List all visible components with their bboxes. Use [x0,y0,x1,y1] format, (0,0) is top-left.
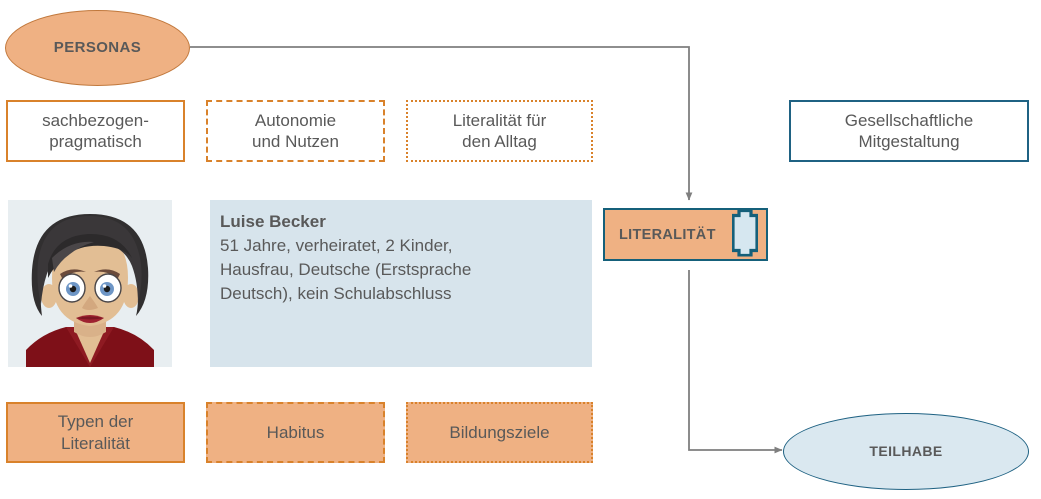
attribute-box-literalitaet-fuer-den-alltag[interactable]: Literalität für den Alltag [406,100,593,162]
persona-detail-line-2: Hausfrau, Deutsche (Erstsprache [220,260,472,280]
attribute-box-typen-der-literalitaet[interactable]: Typen der Literalität [6,402,185,463]
attribute-line-1: Autonomie [254,110,337,130]
attribute-line-2: Literalität [61,433,130,453]
teilhabe-ellipse[interactable]: TEILHABE [783,413,1029,490]
portrait-illustration-icon [8,200,172,367]
attribute-box-habitus[interactable]: Habitus [206,402,385,463]
attribute-line-2: pragmatisch [49,132,142,151]
persona-detail-line-1: 51 Jahre, verheiratet, 2 Kinder, [220,236,453,256]
personas-ellipse-label: PERSONAS [53,38,142,56]
attribute-line-2: und Nutzen [252,132,339,151]
book-icon [731,208,759,260]
attribute-line-1: Bildungsziele [449,422,550,442]
gesellschaftliche-line-1: Gesellschaftliche [844,110,974,130]
persona-detail-line-3: Deutsch), kein Schulabschluss [220,284,452,304]
literalitaet-box[interactable]: LITERALITÄT [603,208,768,261]
attribute-box-sachbezogen-pragmatisch[interactable]: sachbezogen- pragmatisch [6,100,185,162]
persona-name: Luise Becker [220,212,326,231]
attribute-line-1: sachbezogen- [42,110,149,130]
gesellschaftliche-mitgestaltung-box[interactable]: Gesellschaftliche Mitgestaltung [789,100,1029,162]
attribute-box-bildungsziele[interactable]: Bildungsziele [406,402,593,463]
attribute-line-1: Habitus [266,422,325,442]
teilhabe-ellipse-label: TEILHABE [869,442,943,459]
literalitaet-label: LITERALITÄT [619,226,716,243]
attribute-box-autonomie-und-nutzen[interactable]: Autonomie und Nutzen [206,100,385,162]
gesellschaftliche-line-2: Mitgestaltung [858,132,960,151]
attribute-line-1: Literalität für [452,110,547,130]
attribute-line-1: Typen der [57,412,134,432]
attribute-line-2: den Alltag [462,132,537,151]
personas-ellipse[interactable]: PERSONAS [5,10,190,86]
persona-portrait-image [8,200,172,367]
persona-description-block: Luise Becker 51 Jahre, verheiratet, 2 Ki… [210,200,592,367]
